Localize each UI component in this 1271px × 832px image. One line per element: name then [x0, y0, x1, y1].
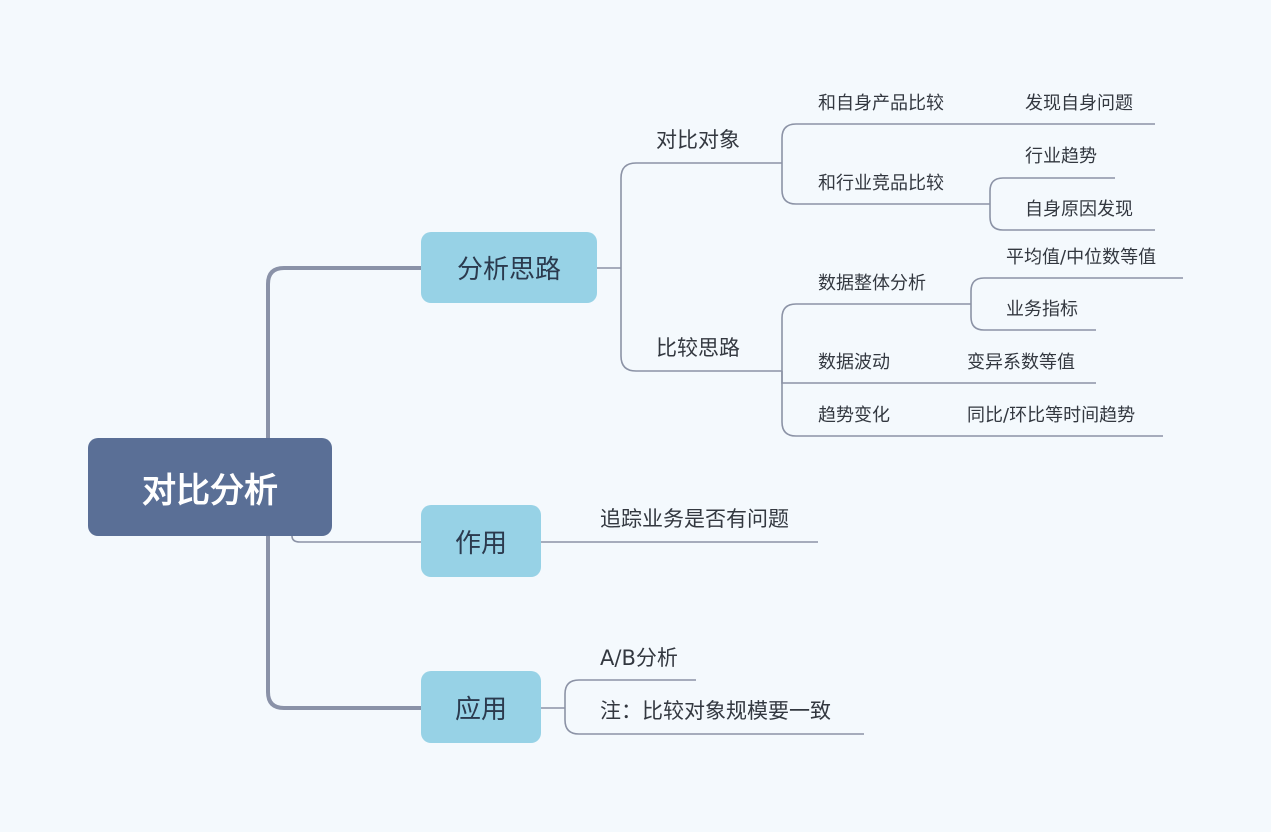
connector-industry-reason — [989, 204, 1155, 231]
self-problem-label[interactable]: 发现自身问题 — [1025, 93, 1133, 114]
underline-trend — [781, 371, 1163, 437]
underline-industry — [781, 163, 990, 205]
self-product-label[interactable]: 和自身产品比较 — [818, 93, 944, 114]
underline-overall — [781, 303, 971, 371]
cv-label[interactable]: 变异系数等值 — [967, 352, 1075, 373]
industry-label[interactable]: 和行业竞品比较 — [818, 173, 944, 194]
underline-self-product — [781, 123, 1155, 163]
connector-purpose — [291, 535, 421, 543]
volatility-label[interactable]: 数据波动 — [818, 352, 890, 373]
connector-overall-avg — [970, 277, 1183, 304]
connector-compare-target — [620, 162, 782, 268]
average-median-label[interactable]: 平均值/中位数等值 — [1006, 247, 1157, 268]
ab-analysis-label[interactable]: A/B分析 — [600, 646, 678, 670]
root-node[interactable]: 对比分析 — [88, 438, 332, 536]
trunk-line — [266, 266, 421, 438]
trunk-line — [266, 536, 421, 710]
connector-compare-approach — [620, 268, 782, 372]
self-reason-label[interactable]: 自身原因发现 — [1025, 199, 1133, 220]
scale-note-label[interactable]: 注：比较对象规模要一致 — [600, 699, 831, 723]
connector-overall-metric — [970, 304, 1096, 331]
compare-target-label[interactable]: 对比对象 — [656, 128, 740, 152]
overall-label[interactable]: 数据整体分析 — [818, 273, 926, 294]
purpose-child-label[interactable]: 追踪业务是否有问题 — [600, 507, 789, 531]
yoy-mom-label[interactable]: 同比/环比等时间趋势 — [967, 405, 1136, 426]
business-metric-label[interactable]: 业务指标 — [1006, 299, 1078, 320]
trend-label[interactable]: 趋势变化 — [818, 405, 890, 426]
underline-ab — [564, 679, 696, 708]
branch-application-node[interactable]: 应用 — [421, 671, 541, 743]
compare-approach-label[interactable]: 比较思路 — [656, 336, 740, 360]
underline-note — [564, 708, 864, 735]
industry-trend-label[interactable]: 行业趋势 — [1025, 146, 1097, 167]
connector-industry-trend — [989, 177, 1115, 204]
branch-purpose-node[interactable]: 作用 — [421, 505, 541, 577]
branch-analysis-node[interactable]: 分析思路 — [421, 232, 597, 303]
